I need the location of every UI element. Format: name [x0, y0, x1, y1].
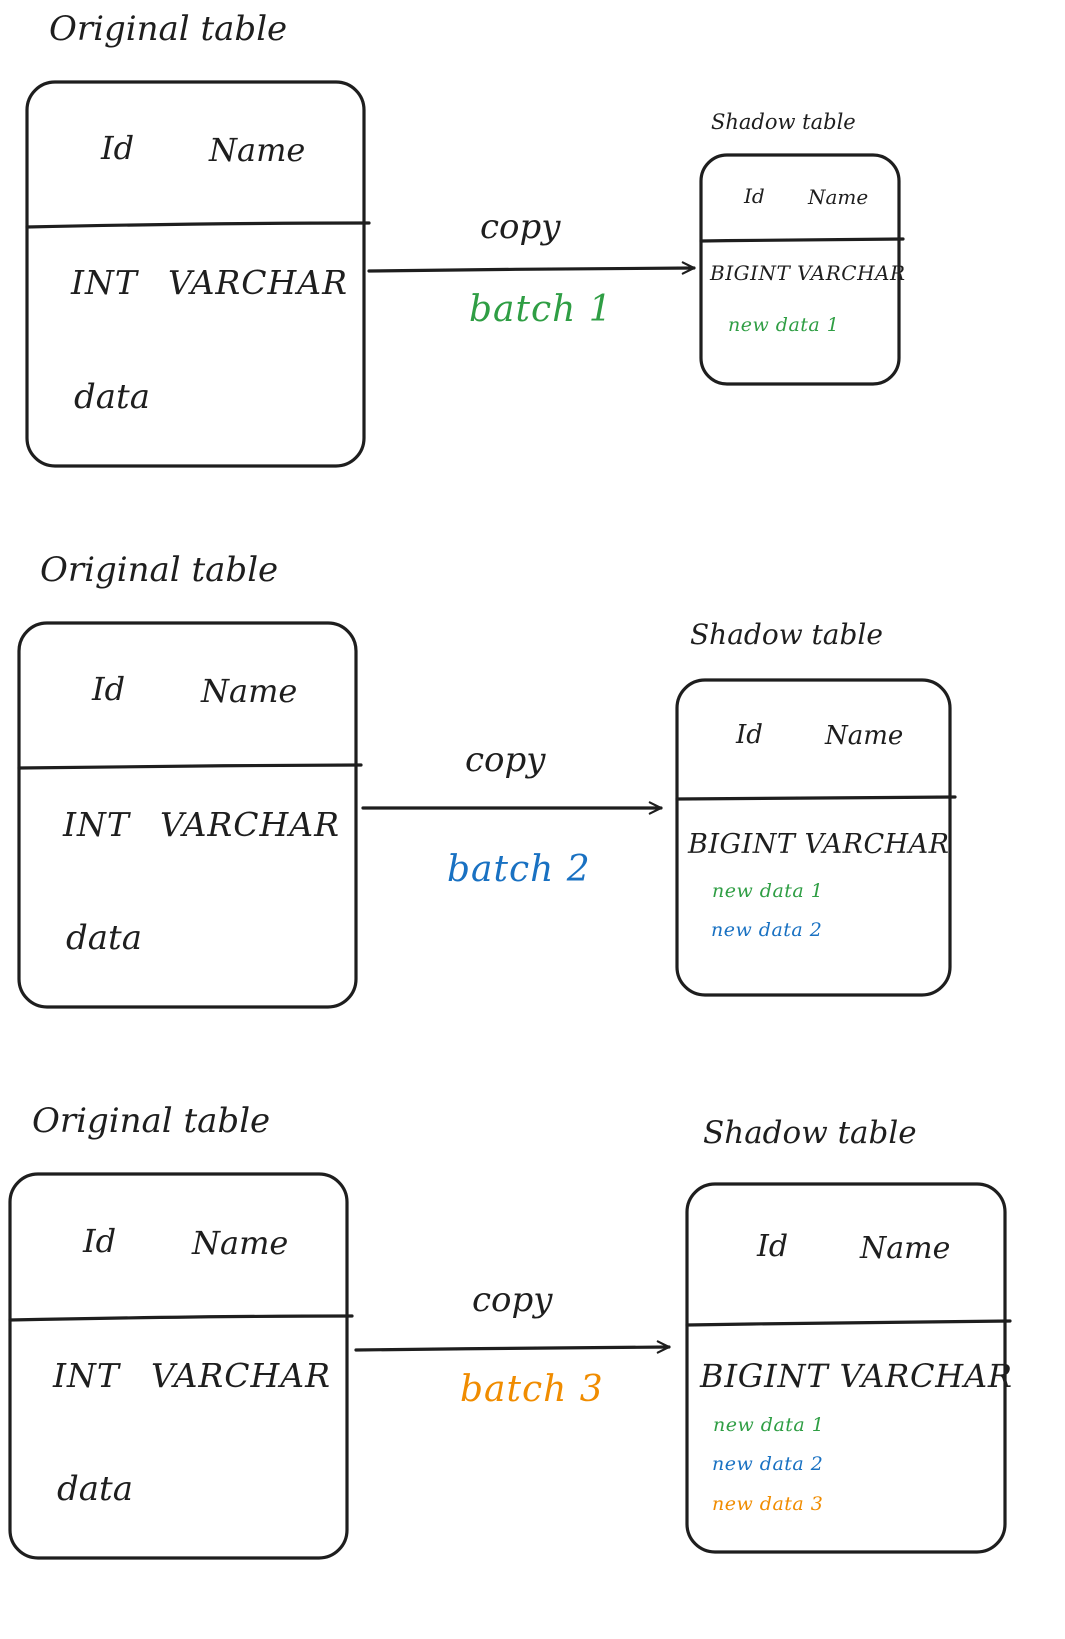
original-name-type-2: VARCHAR — [160, 805, 340, 844]
original-table-title-2: Original table — [40, 550, 279, 590]
original-header-divider-1 — [25, 221, 371, 229]
shadow-name-header-2: Name — [825, 721, 904, 751]
shadow-header-divider-1 — [699, 237, 905, 243]
original-data-label-2: data — [66, 918, 142, 958]
shadow-row-2-2: new data 2 — [711, 919, 823, 941]
shadow-id-header-1: Id — [744, 184, 765, 208]
batch-label-3: batch 3 — [460, 1369, 604, 1410]
original-name-type-1: VARCHAR — [168, 263, 348, 302]
original-table-title-3: Original table — [32, 1101, 271, 1141]
shadow-name-header-3: Name — [860, 1231, 951, 1266]
copy-arrow-3 — [354, 1340, 671, 1354]
batch-label-1: batch 1 — [469, 289, 613, 330]
original-header-divider-2 — [17, 763, 363, 770]
shadow-name-header-1: Name — [808, 185, 869, 209]
copy-arrow-1 — [367, 261, 696, 275]
shadow-row-3-1: new data 1 — [713, 1414, 825, 1436]
copy-label-3: copy — [472, 1280, 553, 1320]
shadow-table-title-1: Shadow table — [711, 110, 856, 134]
original-header-divider-3 — [8, 1314, 354, 1322]
shadow-header-divider-3 — [685, 1319, 1012, 1327]
original-table-box-1 — [25, 80, 366, 468]
copy-label-1: copy — [480, 207, 561, 247]
shadow-types-1: BIGINT VARCHAR — [710, 261, 906, 285]
original-id-type-3: INT — [53, 1356, 120, 1395]
shadow-types-3: BIGINT VARCHAR — [700, 1357, 1013, 1395]
shadow-table-box-2 — [675, 678, 952, 997]
shadow-id-header-3: Id — [757, 1229, 789, 1264]
shadow-id-header-2: Id — [736, 720, 763, 750]
batch-label-2: batch 2 — [447, 849, 591, 890]
copy-label-2: copy — [465, 740, 546, 780]
original-name-header-2: Name — [201, 672, 298, 710]
original-id-header-1: Id — [101, 129, 135, 167]
shadow-types-2: BIGINT VARCHAR — [688, 829, 950, 860]
shadow-table-box-1 — [699, 153, 901, 386]
shadow-row-3-2: new data 2 — [712, 1453, 824, 1475]
original-table-box-2 — [17, 621, 358, 1009]
original-name-header-1: Name — [209, 131, 306, 169]
original-data-label-1: data — [74, 377, 150, 417]
shadow-header-divider-2 — [675, 795, 957, 801]
shadow-row-3-3: new data 3 — [712, 1493, 824, 1515]
original-name-header-3: Name — [192, 1224, 289, 1262]
original-table-box-3 — [8, 1172, 349, 1560]
shadow-row-1-1: new data 1 — [728, 314, 840, 336]
original-name-type-3: VARCHAR — [151, 1356, 331, 1395]
shadow-row-2-1: new data 1 — [712, 880, 824, 902]
original-id-type-1: INT — [71, 263, 138, 302]
original-data-label-3: data — [57, 1469, 133, 1509]
shadow-table-box-3 — [685, 1182, 1007, 1554]
shadow-table-title-2: Shadow table — [690, 618, 883, 651]
original-id-header-3: Id — [83, 1222, 117, 1260]
shadow-table-title-3: Shadow table — [703, 1115, 917, 1151]
original-table-title-1: Original table — [49, 9, 288, 49]
original-id-type-2: INT — [63, 805, 130, 844]
original-id-header-2: Id — [92, 670, 126, 708]
